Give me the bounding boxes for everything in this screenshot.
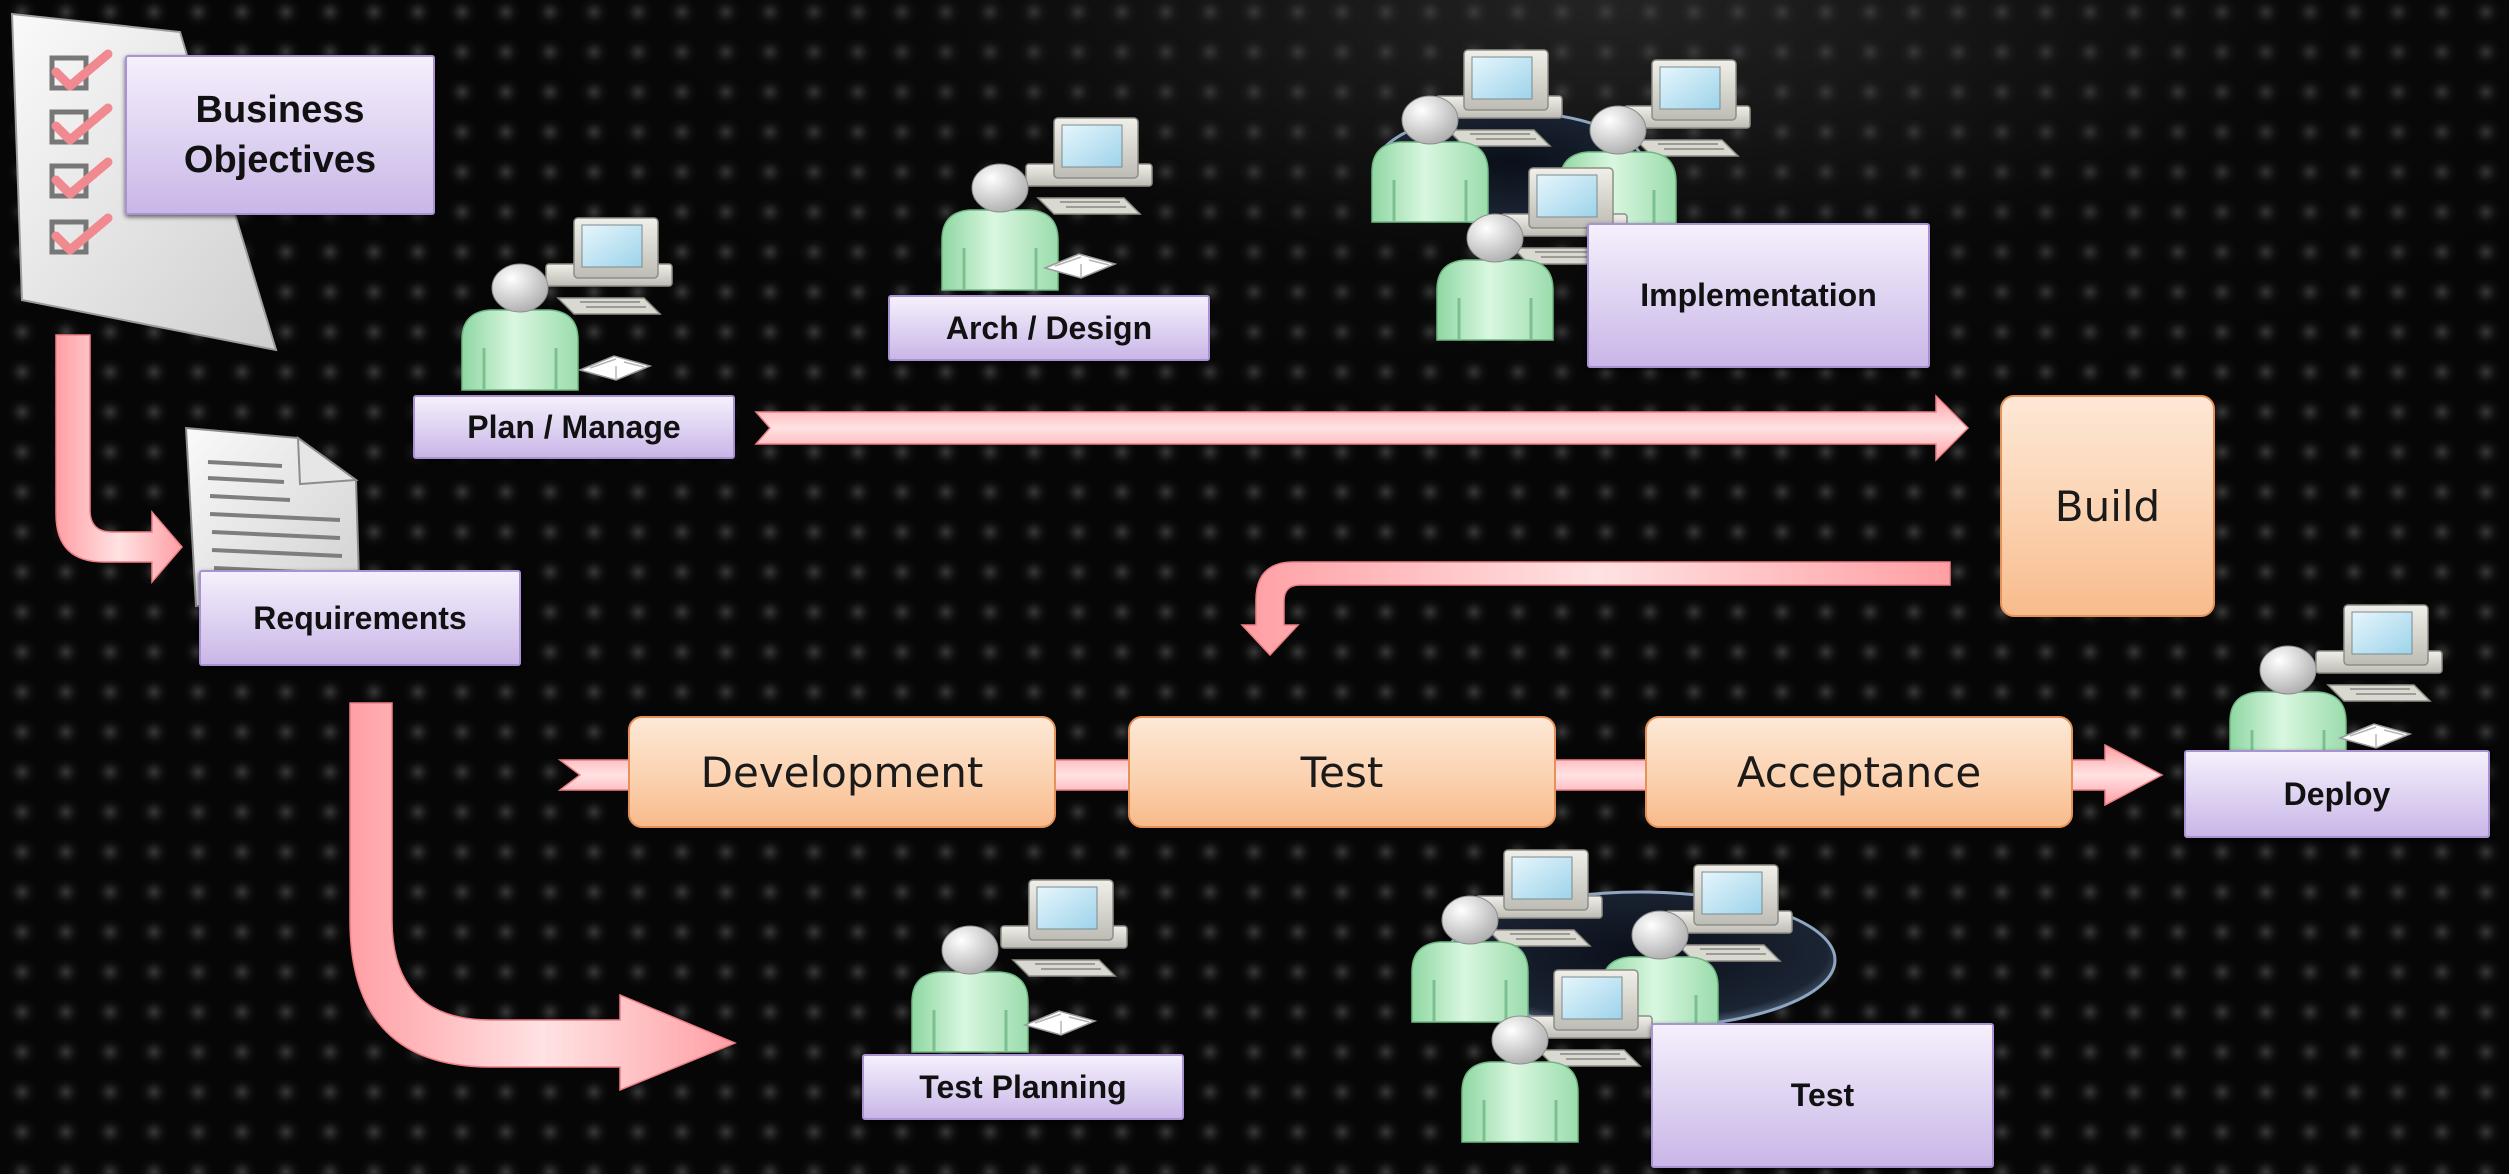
plan-manage-label: Plan / Manage xyxy=(413,395,735,459)
requirements-label: Requirements xyxy=(199,570,521,666)
build-to-development-arrow xyxy=(1240,561,1951,657)
business-objectives-label: Business Objectives xyxy=(125,55,435,215)
acceptance-stage: Acceptance xyxy=(1645,716,2073,828)
arch-design-label: Arch / Design xyxy=(888,295,1210,361)
plan-manage-workstation-icon xyxy=(460,217,673,392)
implementation-label: Implementation xyxy=(1587,223,1930,368)
test-team-label: Test xyxy=(1651,1023,1994,1168)
requirements-to-test-planning-arrow xyxy=(349,702,737,1092)
development-stage: Development xyxy=(628,716,1056,828)
document-icon xyxy=(184,426,362,614)
build-stage: Build xyxy=(2000,395,2215,617)
plan-to-build-arrow xyxy=(754,394,1970,462)
deploy-workstation-icon xyxy=(2228,604,2443,774)
test-stage: Test xyxy=(1128,716,1556,828)
test-planning-workstation-icon xyxy=(910,879,1128,1054)
test-planning-label: Test Planning xyxy=(862,1054,1184,1120)
test-team-icon xyxy=(1412,850,1837,1142)
implementation-team-icon xyxy=(1372,50,1750,340)
business-to-requirements-arrow xyxy=(55,334,183,585)
deploy-label: Deploy xyxy=(2184,750,2490,838)
arch-design-workstation-icon xyxy=(940,117,1153,292)
